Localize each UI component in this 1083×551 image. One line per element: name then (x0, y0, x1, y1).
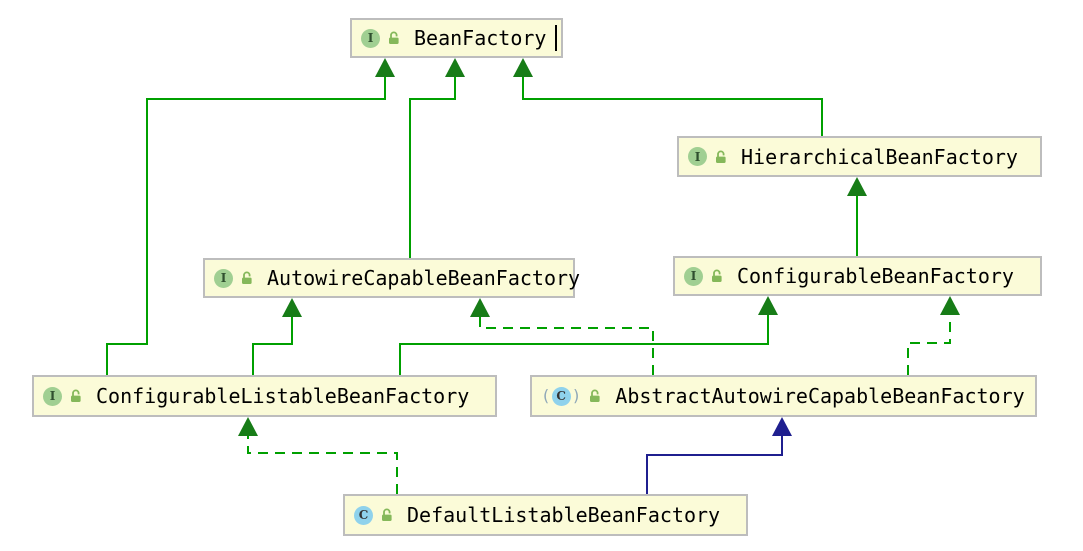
node-hierarchical-bean-factory[interactable]: I HierarchicalBeanFactory (677, 136, 1042, 177)
node-default-listable-bean-factory[interactable]: C DefaultListableBeanFactory (343, 494, 748, 536)
edge-abstractautowire-implements-autowirecapable[interactable] (470, 298, 654, 375)
arrowhead-icon (940, 296, 960, 315)
edge-line (479, 315, 654, 375)
arrowhead-icon (445, 58, 465, 77)
edge-line (409, 75, 456, 258)
arrowhead-icon (238, 417, 258, 436)
interface-icon: I (43, 386, 62, 406)
edge-configurable-extends-hierarchical[interactable] (847, 177, 867, 256)
edge-autowirecapable-extends-beanfactory[interactable] (409, 58, 465, 258)
interface-icon: I (214, 268, 233, 288)
node-bean-factory[interactable]: I BeanFactory (350, 18, 563, 58)
arrowhead-icon (847, 177, 867, 196)
node-abstract-autowire-capable-bean-factory[interactable]: ( C ) AbstractAutowireCapableBeanFactory (530, 375, 1037, 417)
node-label: ConfigurableListableBeanFactory (96, 384, 470, 408)
edge-line (522, 75, 823, 136)
interface-icon: I (688, 147, 707, 166)
edge-line (907, 313, 951, 375)
arrowhead-icon (772, 417, 792, 436)
node-label: DefaultListableBeanFactory (407, 503, 721, 527)
edge-configurablelistable-extends-autowirecapable[interactable] (252, 298, 302, 375)
arrowhead-icon (282, 298, 302, 317)
abstract-class-icon: ( C ) (541, 386, 582, 406)
edge-configurablelistable-extends-configurable[interactable] (399, 296, 778, 375)
edge-defaultlistable-implements-configurablelistable[interactable] (238, 417, 398, 494)
lock-icon (713, 149, 729, 165)
node-label: BeanFactory (414, 26, 547, 50)
node-label: AutowireCapableBeanFactory (267, 266, 581, 290)
node-label: HierarchicalBeanFactory (741, 144, 1018, 169)
edge-line (247, 434, 398, 494)
interface-icon: I (361, 28, 380, 48)
edge-line (106, 75, 386, 375)
text-caret (555, 25, 557, 51)
lock-icon (587, 388, 603, 404)
lock-icon (379, 507, 395, 523)
lock-icon (239, 270, 255, 286)
node-configurable-listable-bean-factory[interactable]: I ConfigurableListableBeanFactory (32, 375, 497, 417)
node-label: AbstractAutowireCapableBeanFactory (615, 384, 1025, 408)
lock-icon (68, 388, 84, 404)
arrowhead-icon (513, 58, 533, 77)
node-configurable-bean-factory[interactable]: I ConfigurableBeanFactory (673, 256, 1042, 296)
edge-line (399, 313, 769, 375)
edge-hierarchical-extends-beanfactory[interactable] (513, 58, 823, 136)
edge-line (646, 434, 783, 494)
edge-defaultlistable-extends-abstractautowire[interactable] (646, 417, 792, 494)
arrowhead-icon (758, 296, 778, 315)
edge-line (252, 315, 293, 375)
edge-abstractautowire-implements-configurable[interactable] (907, 296, 960, 375)
arrowhead-icon (470, 298, 490, 317)
node-label: ConfigurableBeanFactory (737, 264, 1014, 288)
arrowhead-icon (375, 58, 395, 77)
lock-icon (709, 268, 725, 284)
interface-icon: I (684, 266, 703, 286)
lock-icon (386, 30, 402, 46)
class-icon: C (354, 505, 373, 525)
edge-configurablelistable-extends-beanfactory[interactable] (106, 58, 395, 375)
node-autowire-capable-bean-factory[interactable]: I AutowireCapableBeanFactory (203, 258, 580, 298)
